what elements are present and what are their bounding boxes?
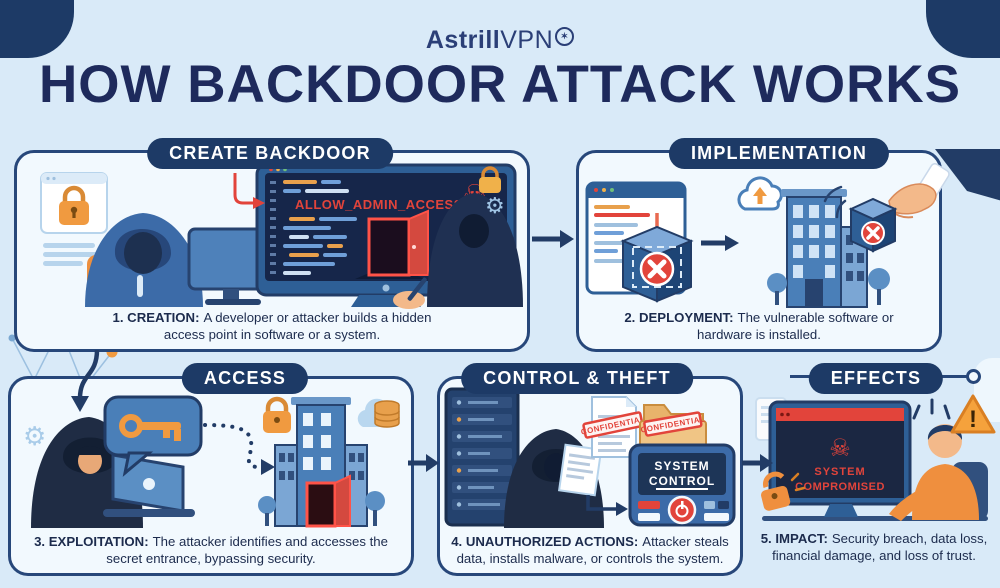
tree-icon: [767, 273, 787, 305]
tree-icon: [868, 268, 890, 305]
step-pill-access: ACCESS: [181, 363, 309, 394]
svg-text:!: !: [969, 406, 977, 433]
caption-text: The attacker identifies and accesses the…: [106, 534, 388, 567]
cloud-upload-icon: [737, 176, 783, 211]
effects-illustration: ☠ SYSTEM COMPROMISED !: [755, 394, 996, 521]
screen-line-1: SYSTEM: [814, 466, 865, 478]
panel-control-theft: CONFIDENTIAL CONFIDENTIAL S: [437, 376, 743, 576]
tree-icon: [365, 491, 385, 526]
access-illustration: ⚙: [23, 395, 400, 528]
broken-lock-icon: [761, 471, 806, 511]
caption-label: 4. UNAUTHORIZED ACTIONS:: [451, 534, 639, 550]
caption-text: Security breach, data loss, financial da…: [772, 531, 988, 564]
warning-triangle-icon: !: [950, 394, 996, 434]
skull-icon: ☠: [829, 435, 851, 462]
code-lines: [283, 180, 357, 275]
flow-arrow-1-2: [532, 230, 574, 248]
server-rack: [444, 387, 520, 527]
caption-text: Attacker steals data, installs malware, …: [456, 534, 729, 567]
mini-lock-icon: [479, 166, 501, 193]
red-arrow: [233, 173, 265, 209]
caption-label: 1. CREATION:: [112, 310, 200, 326]
brand-star-icon: ✶: [555, 27, 575, 46]
caption-text: A developer or attacker builds a hidden …: [163, 310, 432, 343]
step-caption-1: 1. CREATION:A developer or attacker buil…: [17, 310, 527, 344]
effects-connector-endcap: [966, 369, 981, 384]
caption-text: The vulnerable software or hardware is i…: [697, 310, 894, 343]
flow-arrow-3-4: [408, 454, 439, 472]
power-button-icon: [667, 495, 697, 525]
step-pill-implementation: IMPLEMENTATION: [668, 138, 890, 169]
implementation-illustration: [585, 149, 1000, 308]
red-cube-icon: [848, 197, 898, 253]
line-numbers: [270, 181, 276, 274]
creation-illustration: ALLOW_ADMIN_ACCESS ☠: [40, 163, 523, 309]
padlock-card-icon: [40, 172, 108, 234]
page-title: HOW BACKDOOR ATTACK WORKS: [39, 55, 961, 114]
step-caption-5: 5. IMPACT:Security breach, data loss, fi…: [756, 531, 992, 565]
padlock-icon: [263, 396, 291, 433]
device-line-1: SYSTEM: [654, 459, 709, 473]
panel-effects: ☠ SYSTEM COMPROMISED !: [755, 376, 996, 570]
hand-pen-icon: [393, 277, 427, 309]
gear-icon: ⚙: [23, 421, 46, 451]
dotted-path-arrow: [203, 423, 275, 475]
screen-code-text: ALLOW_ADMIN_ACCESS: [295, 197, 463, 212]
gear-icon: ⚙: [485, 193, 505, 218]
hooded-thief: [504, 429, 604, 528]
victim-user: [889, 424, 988, 521]
panel-create-backdoor: ALLOW_ADMIN_ACCESS ☠: [14, 150, 530, 352]
malware-cube-icon: [620, 225, 694, 303]
panel-implementation: 2. DEPLOYMENT:The vulnerable software or…: [576, 149, 1000, 352]
screen-line-2: COMPROMISED: [795, 481, 885, 493]
hooded-developer: [85, 213, 203, 307]
brand-name-bold: Astrill: [425, 26, 501, 54]
hooded-attacker-silhouette: [427, 193, 523, 307]
tree-icon: [258, 496, 276, 526]
step-pill-effects: EFFECTS: [808, 363, 944, 394]
flow-arrow-down: [71, 349, 100, 412]
step-pill-control-theft: CONTROL & THEFT: [461, 363, 693, 394]
startle-marks: [912, 398, 951, 420]
step-caption-3: 3. EXPLOITATION:The attacker identifies …: [11, 534, 411, 568]
compromised-monitor: ☠ SYSTEM COMPROMISED: [768, 400, 912, 517]
brand-name-light: VPN: [500, 26, 554, 54]
brand-logo: AstrillVPN✶: [0, 26, 1000, 55]
flow-arrow-4-5: [742, 454, 773, 472]
cloud-database-icon: [357, 398, 400, 428]
caption-label: 5. IMPACT:: [760, 531, 828, 547]
caption-label: 3. EXPLOITATION:: [34, 534, 149, 550]
key-bubble-icon: [103, 395, 203, 477]
hand-placing-cube: [823, 149, 1000, 253]
step-pill-create-backdoor: CREATE BACKDOOR: [147, 138, 393, 169]
confidential-document: CONFIDENTIAL: [580, 396, 646, 458]
arrow-right: [701, 235, 739, 251]
step-caption-4: 4. UNAUTHORIZED ACTIONS:Attacker steals …: [440, 534, 740, 568]
system-control-device: SYSTEM CONTROL: [628, 443, 736, 527]
building-backdoor: [258, 396, 400, 528]
caption-label: 2. DEPLOYMENT:: [624, 310, 734, 326]
backdoor-door-icon: [355, 209, 429, 279]
device-line-2: CONTROL: [649, 474, 715, 488]
step-caption-2: 2. DEPLOYMENT:The vulnerable software or…: [579, 310, 939, 344]
elbow-arrow: [586, 495, 628, 516]
control-theft-illustration: CONFIDENTIAL CONFIDENTIAL S: [444, 387, 736, 528]
panel-access: ⚙: [8, 376, 414, 576]
